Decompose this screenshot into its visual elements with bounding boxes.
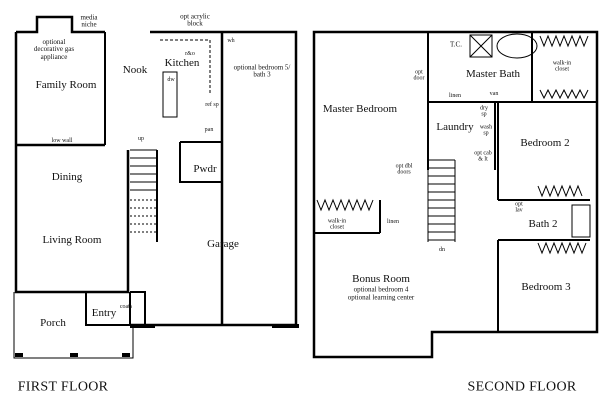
note-low-wall: low wall (51, 137, 73, 144)
note-fireplace: optional decorative gas appliance (33, 37, 75, 61)
note-dishwasher: dw (167, 76, 175, 83)
room-dining: Dining (51, 171, 83, 184)
note-dryer: dry sp (480, 105, 488, 118)
second-floor-exterior-wall (312, 30, 599, 359)
note-opt-cabinet: opt cab & lt (474, 150, 492, 163)
porch-outline (13, 292, 134, 359)
first-floor-title: FIRST FLOOR (17, 379, 109, 395)
master-walls (314, 32, 597, 234)
room-living-room: Living Room (42, 234, 102, 247)
room-nook: Nook (122, 64, 148, 77)
note-opt-lav: opt lav (515, 201, 523, 214)
note-media-niche: media niche (80, 13, 98, 29)
note-stairs-up: up (138, 135, 144, 142)
room-garage: Garage (207, 238, 239, 251)
room-powder: Pwdr (193, 163, 217, 176)
note-bonus-optional-bedroom: optional bedroom 4 (353, 285, 409, 294)
note-range-oven: r&o (185, 50, 195, 57)
first-floor-exterior-wall (14, 15, 298, 327)
note-opt-dbl-doors: opt dbl doors (395, 163, 413, 176)
bath2-tub (571, 204, 591, 238)
entry-walls (85, 291, 146, 326)
master-shower (469, 34, 493, 58)
note-opt-door: opt door (413, 69, 425, 82)
note-walk-in-closet-master: walk-in closet (552, 60, 572, 73)
kitchen-counter (160, 39, 211, 95)
stairs-second (427, 159, 456, 242)
bath2-walls (497, 199, 590, 332)
note-toilet: T.C. (450, 40, 462, 49)
room-family-room: Family Room (35, 79, 97, 92)
note-acrylic-block: opt acrylic block (180, 12, 210, 28)
note-washer: wash sp (479, 124, 493, 137)
note-stairs-down: dn (439, 246, 445, 253)
note-linen-hall: linen (387, 218, 399, 225)
room-kitchen: Kitchen (164, 57, 200, 70)
note-vanity: van (489, 90, 499, 97)
note-bonus-learning-center: optional learning center (347, 293, 415, 302)
note-walk-in-closet-bonus: walk-in closet (327, 218, 347, 231)
room-bedroom-3: Bedroom 3 (521, 281, 571, 294)
room-master-bath: Master Bath (465, 68, 521, 81)
note-linen-master: linen (449, 92, 461, 99)
room-entry: Entry (91, 307, 117, 320)
room-bonus-room: Bonus Room (352, 273, 410, 286)
master-tub (496, 33, 538, 59)
room-bedroom-2: Bedroom 2 (520, 137, 570, 150)
kitchen-island (162, 71, 178, 118)
room-bath-2: Bath 2 (528, 218, 558, 231)
stairs-first (130, 149, 157, 191)
room-laundry: Laundry (436, 121, 474, 134)
stairs-first-dashed (130, 195, 158, 240)
note-refrigerator: ref sp (205, 101, 219, 108)
second-floor-title: SECOND FLOOR (467, 379, 577, 395)
room-porch: Porch (40, 317, 66, 330)
note-coats: coats (119, 303, 133, 310)
note-water-heater: wh (227, 37, 235, 44)
room-master-bedroom: Master Bedroom (322, 103, 398, 116)
closet-hatching (316, 34, 589, 255)
room-optional-bedroom-5: optional bedroom 5/ bath 3 (233, 63, 291, 79)
note-pantry: pan (204, 126, 214, 133)
